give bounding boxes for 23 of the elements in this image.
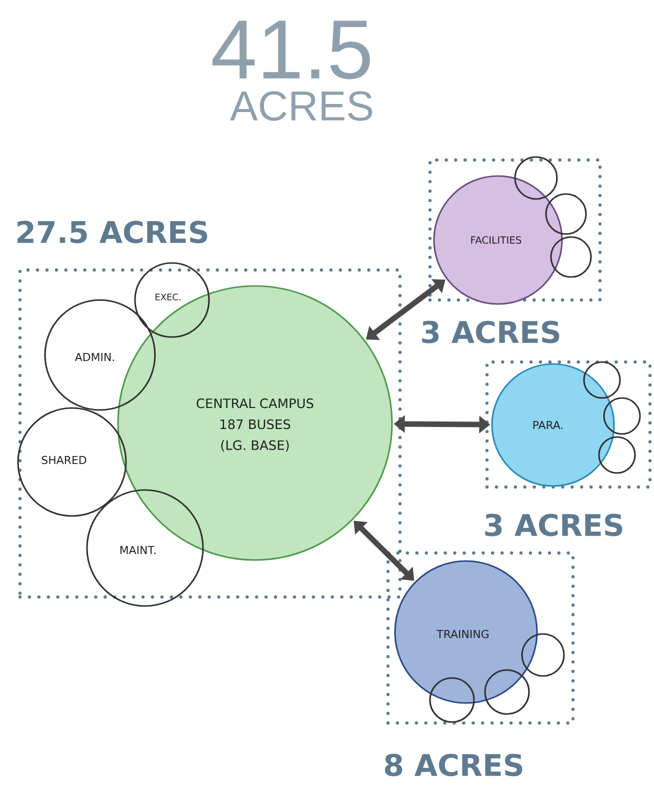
circle [545, 193, 587, 235]
circle [550, 236, 592, 278]
unit-label: ACRES [230, 91, 372, 121]
circle [429, 677, 475, 723]
area-label: 3 ACRES [485, 514, 622, 536]
bubble: EXEC. [134, 262, 210, 338]
circle [521, 633, 565, 677]
double-arrow [354, 520, 414, 581]
area-label: 8 ACRES [385, 754, 522, 776]
circle [484, 669, 530, 715]
bubble: ADMIN. [44, 299, 156, 411]
circle [598, 436, 636, 474]
area-label: 3 ACRES [422, 320, 560, 344]
title: 41.5 [212, 20, 370, 80]
circle [603, 397, 641, 435]
bubble: TRAINING [394, 560, 538, 704]
area-label: 27.5 ACRES [18, 220, 208, 244]
bubble: MAINT. [86, 489, 204, 607]
circle [514, 156, 558, 200]
bubble: SHARED [17, 407, 127, 517]
bubble: PARA. [491, 363, 615, 487]
bubble: FACILITIES [433, 175, 563, 305]
circle [583, 361, 621, 399]
